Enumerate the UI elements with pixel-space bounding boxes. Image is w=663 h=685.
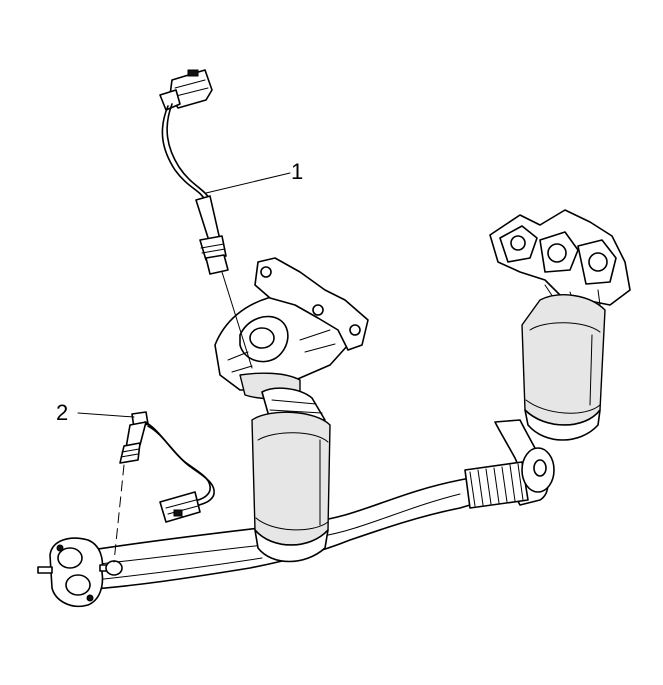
callout-1-label: 1 bbox=[291, 159, 304, 184]
flex-pipe bbox=[464, 447, 555, 509]
right-catalytic-converter bbox=[521, 294, 606, 441]
callout-1-leader bbox=[205, 172, 291, 194]
sensor-1-upstream-oxygen-sensor bbox=[159, 69, 253, 369]
sensor-2-downstream-oxygen-sensor bbox=[113, 411, 215, 563]
right-exhaust-manifold bbox=[489, 209, 631, 307]
callout-2-label: 2 bbox=[56, 400, 69, 425]
front-exhaust-flange bbox=[37, 537, 123, 607]
left-catalytic-converter bbox=[251, 387, 331, 563]
left-exhaust-manifold bbox=[214, 257, 369, 400]
callout-2-leader bbox=[77, 412, 135, 418]
